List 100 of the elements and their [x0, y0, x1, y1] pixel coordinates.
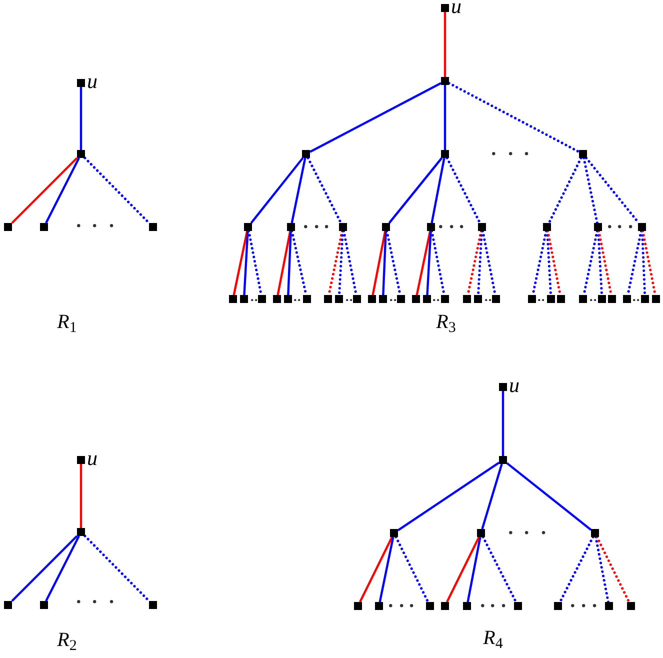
solid-edge	[466, 536, 482, 602]
vertex-square	[623, 295, 631, 303]
vertex-square	[339, 223, 347, 231]
vertex-square	[441, 4, 449, 12]
dotted-edge	[596, 536, 630, 604]
vertex-square	[324, 295, 332, 303]
vertex-label: u	[87, 452, 98, 464]
vertex-square	[441, 602, 449, 610]
vertex-square	[4, 601, 12, 609]
vertex-square	[354, 602, 362, 610]
solid-edge	[243, 230, 249, 296]
solid-edge	[506, 462, 592, 531]
dotted-edge	[482, 536, 518, 604]
vertex-square	[397, 295, 405, 303]
vertex-square	[474, 295, 482, 303]
vertex-square	[547, 295, 555, 303]
solid-edge	[372, 230, 386, 296]
tree-caption: R$_{3}$	[436, 312, 456, 332]
vertex-square	[492, 295, 500, 303]
solid-edge	[80, 87, 82, 150]
vertex-square	[240, 295, 248, 303]
solid-edge	[430, 158, 446, 224]
vertex-square	[335, 295, 343, 303]
vertex-square	[478, 223, 486, 231]
vertex-square	[554, 602, 562, 610]
solid-edge	[397, 462, 500, 532]
vertex-square	[149, 601, 157, 609]
vertex-square	[591, 529, 599, 537]
vertex-square	[426, 602, 434, 610]
vertex-square	[40, 223, 48, 231]
vertex-square	[229, 295, 237, 303]
vertex-square	[412, 295, 420, 303]
vertex-square	[441, 150, 449, 158]
vertex-square	[375, 602, 383, 610]
vertex-square	[353, 295, 361, 303]
solid-edge	[309, 82, 442, 153]
vertex-square	[379, 295, 387, 303]
solid-edge	[80, 464, 82, 528]
solid-edge	[426, 230, 432, 296]
solid-edge	[388, 157, 443, 224]
dotted-edge	[596, 230, 604, 296]
solid-edge	[378, 536, 394, 602]
vertex-square	[627, 602, 635, 610]
solid-edge	[276, 230, 292, 296]
dotted-edge	[338, 230, 344, 296]
vertex-label: u	[509, 379, 520, 391]
solid-edge	[232, 230, 248, 296]
solid-edge	[444, 12, 446, 77]
vertex-square	[463, 295, 471, 303]
vertex-label: u	[451, 0, 462, 12]
solid-edge	[11, 535, 78, 602]
solid-edge	[444, 85, 446, 150]
dotted-edge	[546, 230, 552, 296]
vertex-square	[273, 295, 281, 303]
vertex-square	[4, 223, 12, 231]
vertex-square	[641, 295, 649, 303]
vertex-square	[463, 602, 471, 610]
vertex-square	[598, 295, 606, 303]
vertex-square	[390, 529, 398, 537]
vertex-square	[579, 295, 587, 303]
tree-caption: R$_{2}$	[57, 630, 77, 650]
vertex-label: u	[87, 75, 98, 87]
dotted-edge	[594, 536, 610, 604]
dotted-edge	[640, 230, 646, 296]
tree-caption: R$_{4}$	[483, 628, 503, 648]
vertex-square	[40, 601, 48, 609]
vertex-square	[287, 223, 295, 231]
vertex-square	[477, 529, 485, 537]
vertex-square	[499, 383, 507, 391]
vertex-square	[149, 223, 157, 231]
vertex-square	[543, 223, 551, 231]
solid-edge	[250, 157, 304, 224]
vertex-square	[608, 295, 616, 303]
dotted-edge	[394, 536, 430, 604]
vertex-square	[423, 295, 431, 303]
vertex-square	[77, 456, 85, 464]
solid-edge	[446, 536, 480, 602]
tree-caption: R$_{1}$	[57, 312, 77, 332]
vertex-square	[77, 79, 85, 87]
dotted-edge	[306, 156, 342, 224]
vertex-square	[528, 295, 536, 303]
vertex-square	[302, 150, 310, 158]
solid-edge	[290, 158, 306, 224]
vertex-square	[244, 223, 252, 231]
solid-edge	[287, 230, 292, 296]
solid-edge	[358, 536, 394, 602]
dotted-edge	[558, 536, 594, 604]
dotted-edge	[448, 82, 580, 154]
solid-edge	[11, 157, 78, 224]
vertex-square	[557, 295, 565, 303]
vertex-square	[258, 295, 266, 303]
dotted-edge	[548, 156, 582, 224]
vertex-square	[605, 602, 613, 610]
vertex-square	[77, 528, 85, 536]
vertex-square	[77, 150, 85, 158]
solid-edge	[416, 230, 432, 296]
vertex-square	[368, 295, 376, 303]
dotted-edge	[84, 156, 150, 224]
vertex-square	[499, 456, 507, 464]
vertex-square	[303, 295, 311, 303]
